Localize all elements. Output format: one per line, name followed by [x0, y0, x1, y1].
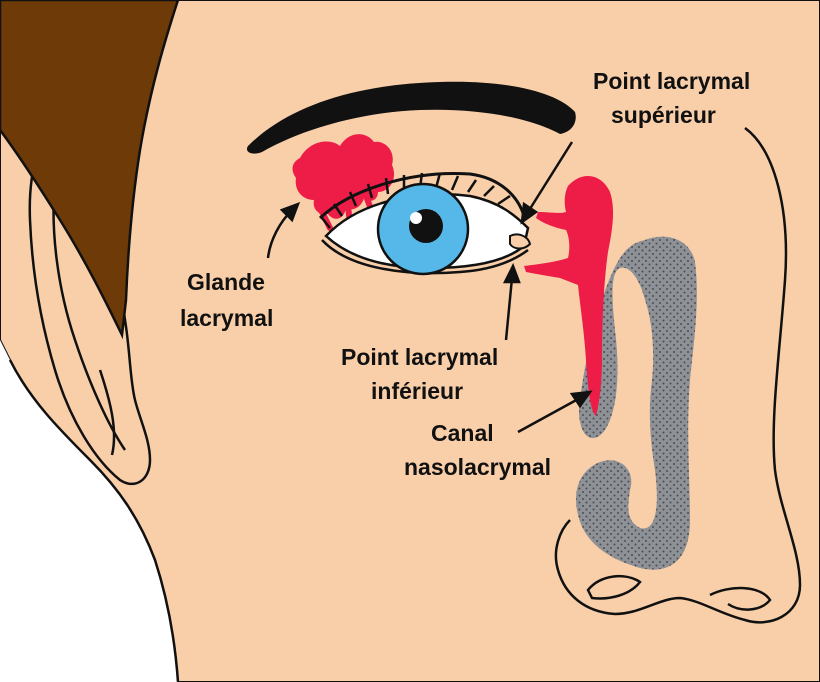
label-canal-line2: nasolacrymal: [404, 454, 551, 480]
label-point-inf-line2: inférieur: [371, 378, 463, 404]
label-glande-line1: Glande: [187, 269, 265, 295]
label-point-sup-line2: supérieur: [611, 102, 716, 128]
eye-highlight: [410, 212, 422, 224]
label-point-inf-line1: Point lacrymal: [341, 344, 498, 370]
label-canal-line1: Canal: [431, 420, 494, 446]
label-point-sup-line1: Point lacrymal: [593, 68, 750, 94]
label-glande-line2: lacrymal: [180, 305, 273, 331]
